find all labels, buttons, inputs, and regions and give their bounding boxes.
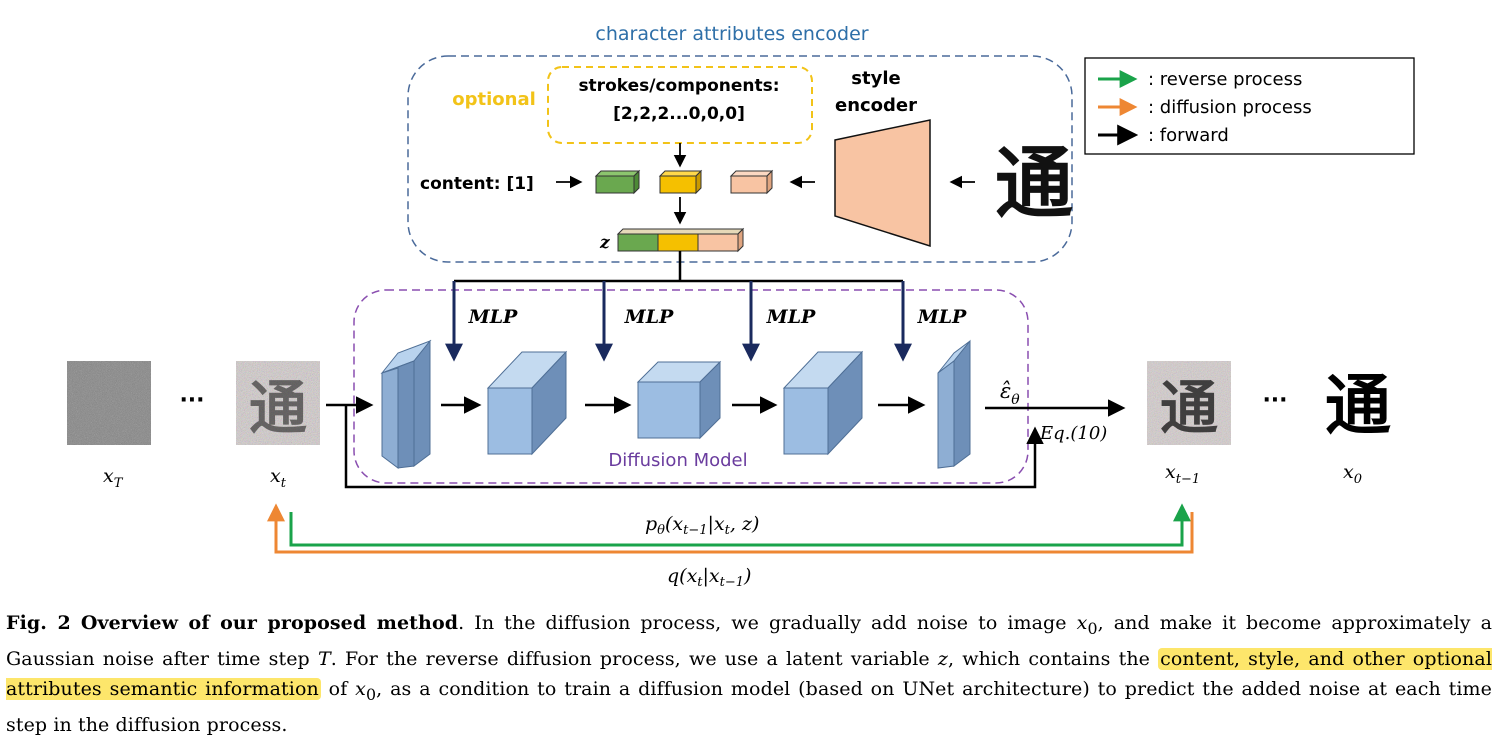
image-x0-glyph: 通 [1325, 366, 1391, 444]
rf-pre: p [645, 513, 657, 535]
encoder-title: character attributes encoder [595, 23, 868, 45]
unet-block-5 [937, 339, 971, 469]
legend-diffusion-label: : diffusion process [1148, 97, 1312, 118]
unet-block-3 [636, 360, 722, 440]
caption-text-6: , as a condition to train a diffusion mo… [6, 677, 1492, 736]
rf-tail: , z) [730, 513, 760, 535]
style-encoder-trapezoid [834, 119, 931, 248]
mlp-label-1: MLP [468, 306, 518, 328]
caption-z: z [937, 647, 948, 670]
forward-formula: q(xt|xt−1) [667, 565, 751, 590]
encoder-box [407, 55, 1073, 263]
unet-block-2 [486, 350, 568, 456]
mlp-label-4: MLP [917, 306, 967, 328]
caption-x0-sub: 0 [1087, 618, 1098, 638]
caption-T: T [317, 647, 331, 670]
label-xT-sub: T [114, 476, 124, 491]
mlp-label-3: MLP [766, 306, 816, 328]
method-overview-diagram: character attributes encoder optional st… [67, 23, 1415, 590]
label-xt-minus-1: xt−1 [1165, 461, 1200, 487]
z-label: z [599, 233, 610, 253]
caption-x0-var-2: x [355, 677, 366, 700]
ff-mid-sub: t−1 [720, 575, 744, 590]
figure-caption: Fig. 2 Overview of our proposed method. … [6, 608, 1492, 740]
z-vector [616, 227, 745, 253]
ff-tail: ) [743, 565, 751, 587]
legend-box [1084, 57, 1415, 155]
ellipsis-left: ··· [179, 388, 204, 413]
rf-sub: θ [657, 523, 665, 538]
unet-block-1 [380, 339, 432, 469]
strokes-value: [2,2,2...0,0,0] [613, 104, 745, 124]
ellipsis-right: ··· [1262, 388, 1287, 413]
label-x0-var: x [1343, 461, 1354, 483]
image-xT [67, 361, 151, 445]
rf-rest: |x [708, 513, 725, 535]
label-xt-sub: t [281, 476, 287, 491]
ff-mid: |x [703, 565, 720, 587]
content-vector [594, 169, 641, 195]
label-xt-minus-1-var: x [1165, 461, 1176, 483]
legend-item-forward: : forward [1098, 124, 1229, 146]
caption-text-1: . In the diffusion process, we gradually… [458, 612, 1077, 634]
label-x0: x0 [1343, 461, 1362, 487]
image-xt: 通 [236, 361, 320, 445]
eps-hat-symbol: ε̂θ [1000, 379, 1020, 408]
legend-item-diffusion: : diffusion process [1098, 97, 1312, 118]
ff-pre: q(x [667, 565, 698, 587]
image-xt-glyph: 通 [249, 374, 307, 442]
image-xt-minus-1: 通 [1147, 361, 1231, 445]
caption-title: Overview of our proposed method [80, 612, 459, 634]
rf-rest-sub: t [725, 523, 731, 538]
strokes-label: strokes/components: [578, 76, 779, 96]
optional-vector [658, 169, 703, 195]
caption-x0-sub-2: 0 [366, 684, 377, 704]
xt-skip-line [344, 405, 1044, 489]
eps-hat-main: ε̂ [1000, 379, 1011, 403]
content-label: content: [1] [420, 174, 534, 194]
style-input-glyph: 通 [995, 138, 1073, 229]
mlp-label-2: MLP [624, 306, 674, 328]
label-xt-minus-1-sub: t−1 [1176, 472, 1200, 487]
legend-forward-label: : forward [1148, 125, 1229, 146]
diffusion-process-arrow [267, 503, 1194, 554]
reverse-formula: pθ(xt−1|xt, z) [645, 513, 759, 538]
caption-text-5: of [320, 677, 356, 700]
image-xt-minus-1-glyph: 通 [1160, 374, 1218, 442]
caption-text-4: , which contains the [947, 647, 1159, 670]
label-xt-var: x [270, 465, 281, 487]
eq-label: Eq.(10) [1039, 423, 1107, 444]
ff-sub: t [697, 575, 703, 590]
optional-label: optional [452, 89, 536, 110]
unet-block-4 [782, 350, 864, 456]
eps-hat-sub: θ [1011, 392, 1020, 408]
diffusion-model-label: Diffusion Model [608, 450, 747, 471]
style-encoder-line2: encoder [835, 95, 917, 116]
label-xt: xt [270, 465, 287, 491]
label-xT-var: x [103, 465, 114, 487]
style-encoder-line1: style [851, 68, 900, 89]
reverse-process-arrow [289, 503, 1191, 547]
caption-fig-number: Fig. 2 [6, 612, 71, 634]
label-xT: xT [103, 465, 124, 491]
caption-x0-var: x [1076, 612, 1088, 634]
rf-post: (x [665, 513, 683, 535]
rf-post-sub: t−1 [683, 523, 707, 538]
legend-item-reverse: : reverse process [1098, 69, 1302, 90]
caption-text-3: . For the reverse diffusion process, we … [330, 647, 938, 670]
diffusion-model-box [353, 289, 1029, 484]
caption-text-2: , and make it become approximately a Gau… [6, 612, 1493, 670]
style-vector [729, 169, 774, 195]
legend-reverse-label: : reverse process [1148, 69, 1302, 90]
label-x0-sub: 0 [1354, 472, 1362, 487]
